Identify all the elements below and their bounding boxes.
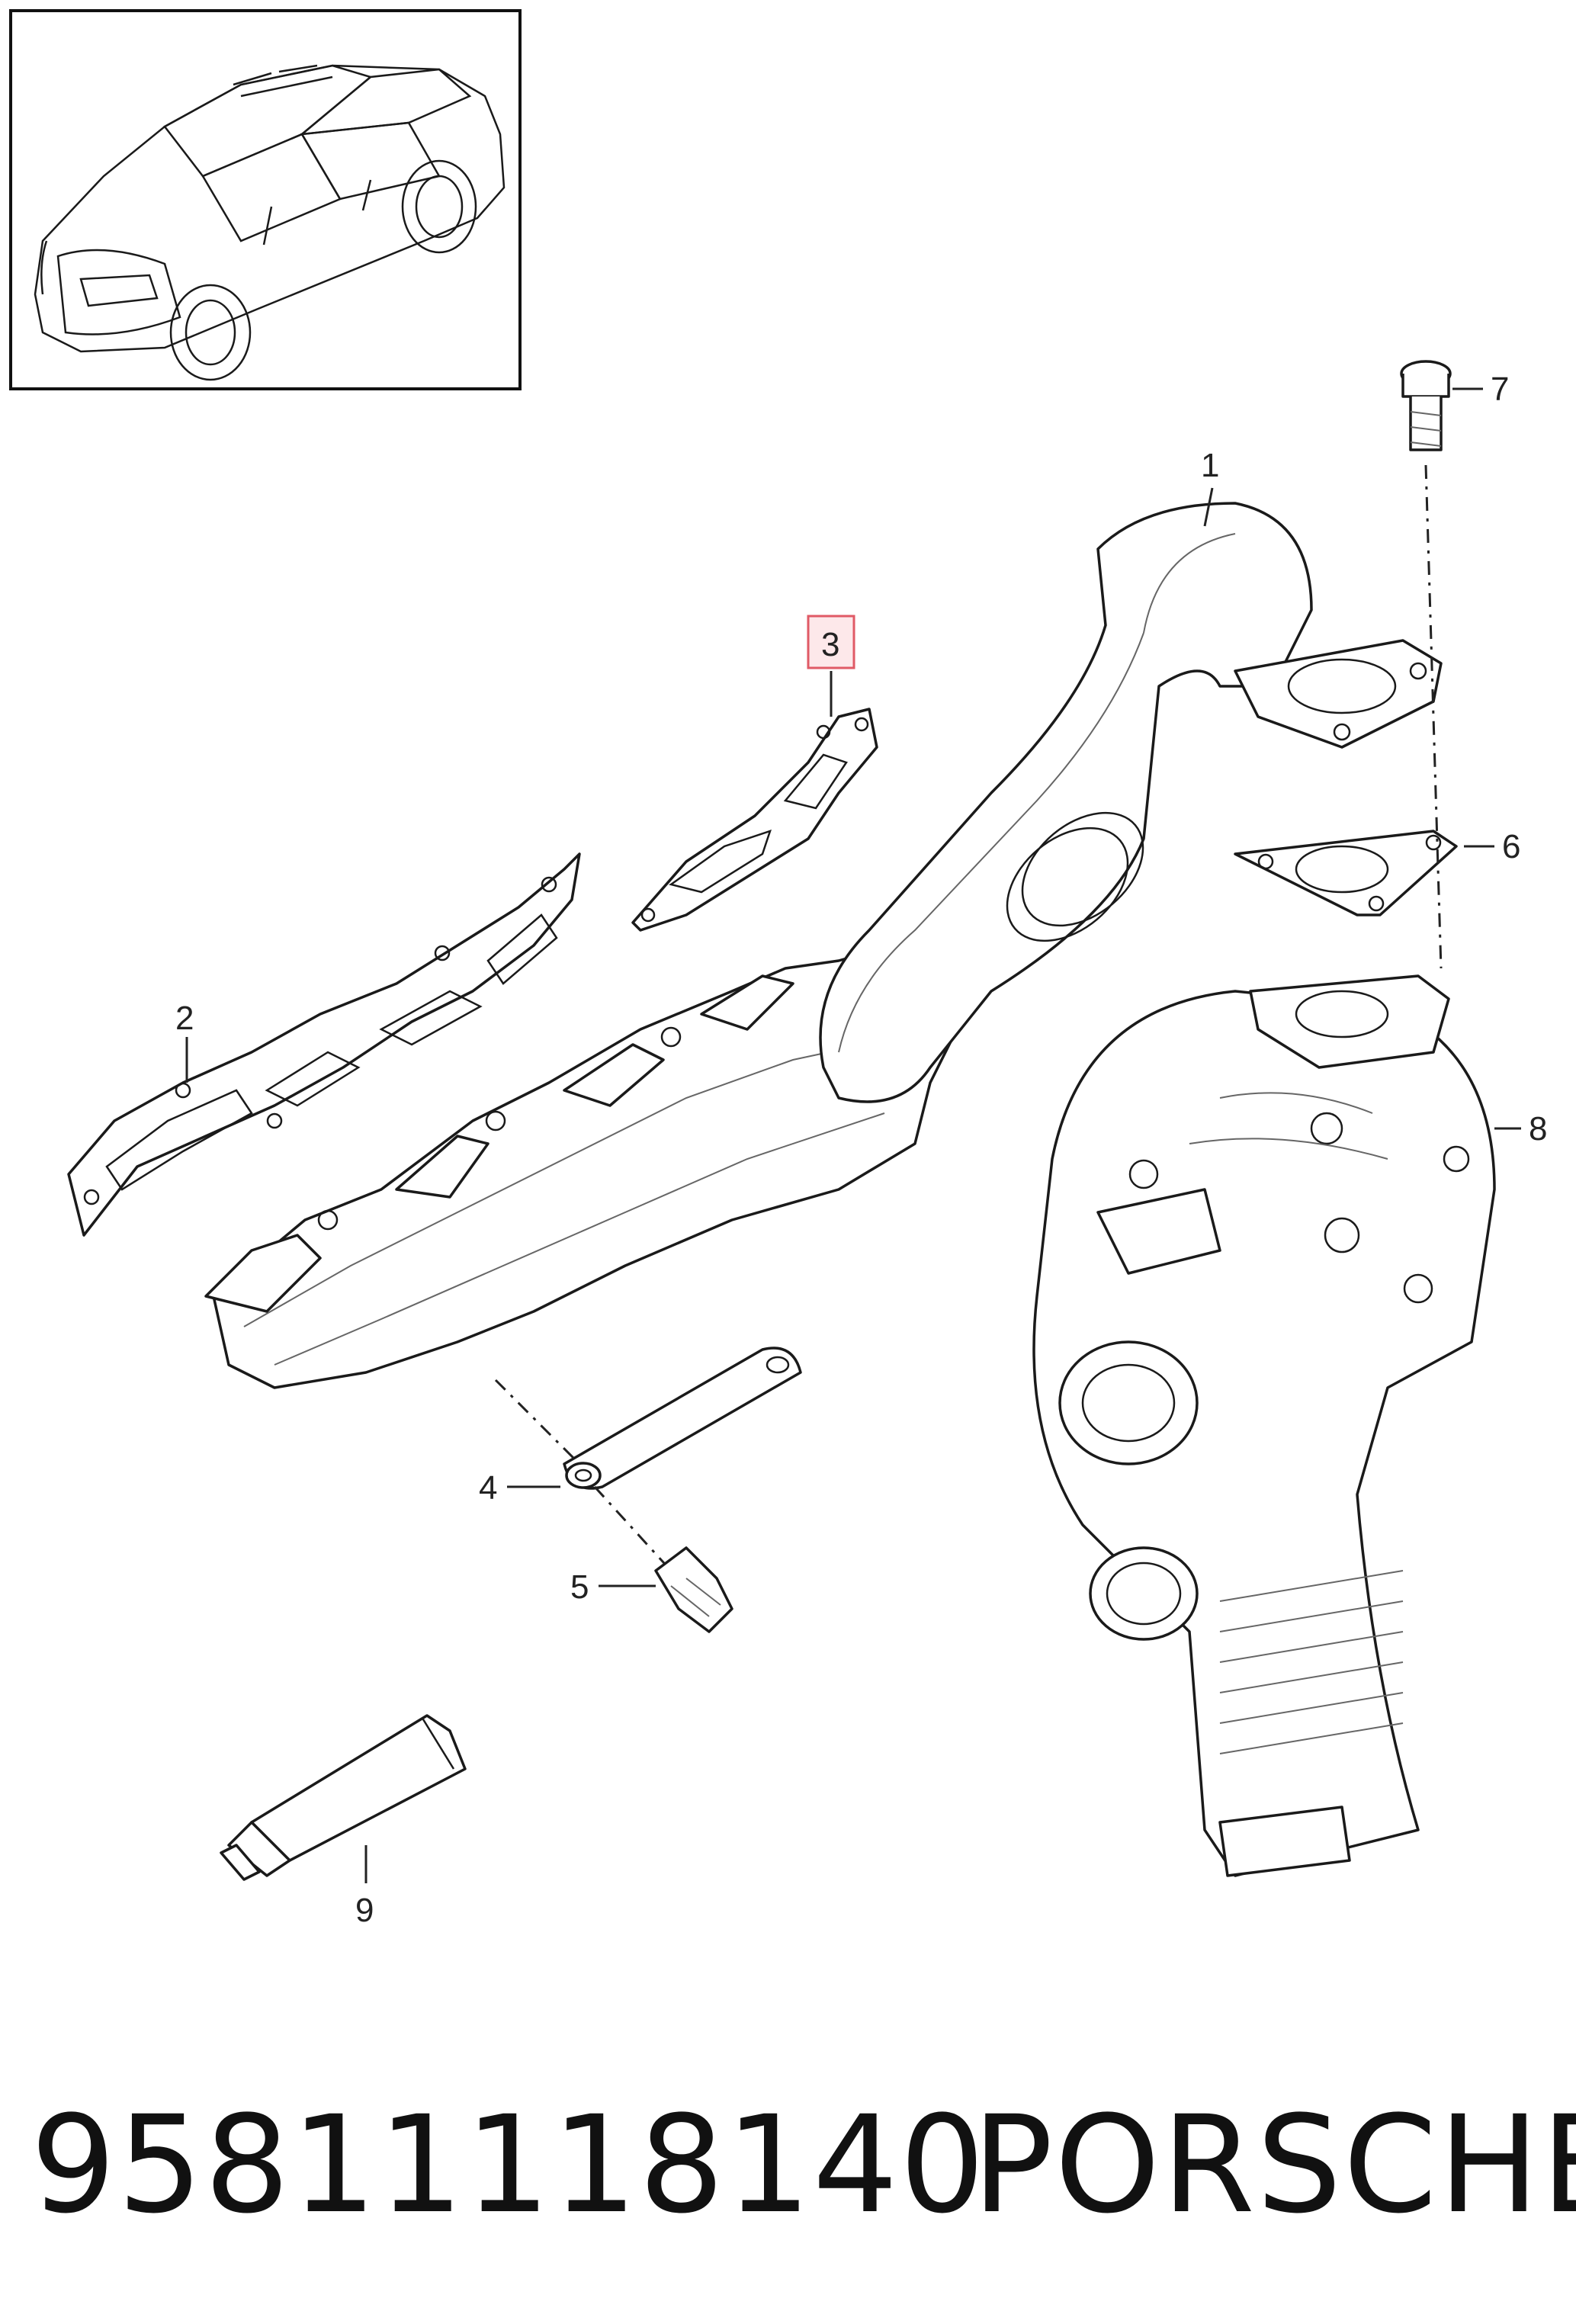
callout-6: 6 bbox=[1502, 828, 1520, 865]
sealant-tube bbox=[220, 1714, 467, 1881]
part-number: 95811118140 bbox=[30, 2087, 987, 2243]
rod-axis-lower bbox=[593, 1485, 672, 1572]
callout-1: 1 bbox=[1201, 447, 1219, 484]
callout-2: 2 bbox=[175, 1000, 194, 1037]
callout-3: 3 bbox=[821, 626, 839, 663]
exhaust-manifold bbox=[204, 929, 977, 1389]
gasket-left bbox=[67, 852, 581, 1237]
callout-7: 7 bbox=[1491, 371, 1509, 408]
vehicle-thumbnail bbox=[9, 9, 522, 390]
gasket-ring-rod bbox=[563, 1347, 802, 1490]
callout-5: 5 bbox=[570, 1568, 589, 1606]
leader-lines bbox=[185, 387, 1521, 1883]
rod-axis-upper bbox=[494, 1379, 581, 1465]
callout-8: 8 bbox=[1529, 1110, 1547, 1148]
callout-4: 4 bbox=[479, 1469, 497, 1507]
parts-svg: 1 2 3 4 5 6 7 8 9 bbox=[67, 360, 1547, 1929]
screw-axis bbox=[1424, 464, 1443, 969]
brand-name: PORSCHE bbox=[972, 2087, 1576, 2243]
gasket-right bbox=[631, 708, 878, 932]
screw bbox=[1400, 360, 1452, 451]
turbocharger bbox=[1032, 974, 1496, 1877]
exhaust-pipe bbox=[819, 502, 1443, 1103]
suv-illustration bbox=[34, 64, 506, 381]
footer: 95811118140 PORSCHE bbox=[0, 2089, 1576, 2242]
callout-3-highlight bbox=[807, 615, 855, 669]
bolt bbox=[654, 1546, 733, 1633]
callout-9: 9 bbox=[355, 1892, 374, 1929]
flange-gasket bbox=[1234, 830, 1458, 916]
